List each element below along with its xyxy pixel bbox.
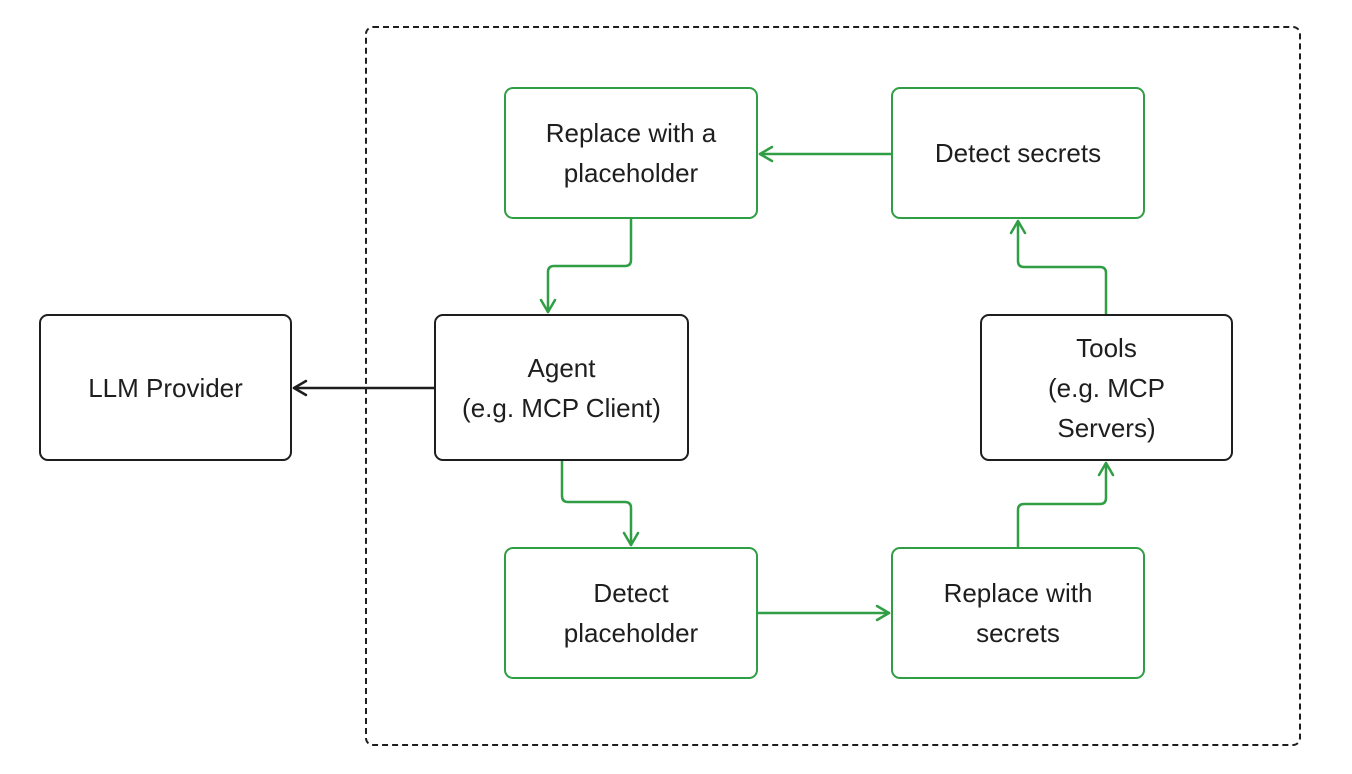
replace-with-placeholder-node: Replace with a placeholder [504,87,758,219]
detect-secrets-node: Detect secrets [891,87,1145,219]
edge-detect-placeholder-to-replace-with-secrets [756,604,891,622]
detect-placeholder-node: Detect placeholder [504,547,758,679]
edge-replace-with-secrets-to-tools [1016,461,1115,549]
edge-detect-secrets-to-replace-with-placeholder [758,145,893,163]
replace-with-secrets-node: Replace with secrets [891,547,1145,679]
edge-replace-with-placeholder-to-agent [539,217,633,314]
system-boundary [365,26,1301,746]
edge-agent-to-llm-provider [292,379,436,397]
edge-tools-to-detect-secrets [1009,219,1108,316]
edge-agent-to-detect-placeholder [560,459,640,547]
llm-provider-node: LLM Provider [39,314,292,461]
tools-node: Tools (e.g. MCP Servers) [980,314,1233,461]
agent-node: Agent (e.g. MCP Client) [434,314,689,461]
